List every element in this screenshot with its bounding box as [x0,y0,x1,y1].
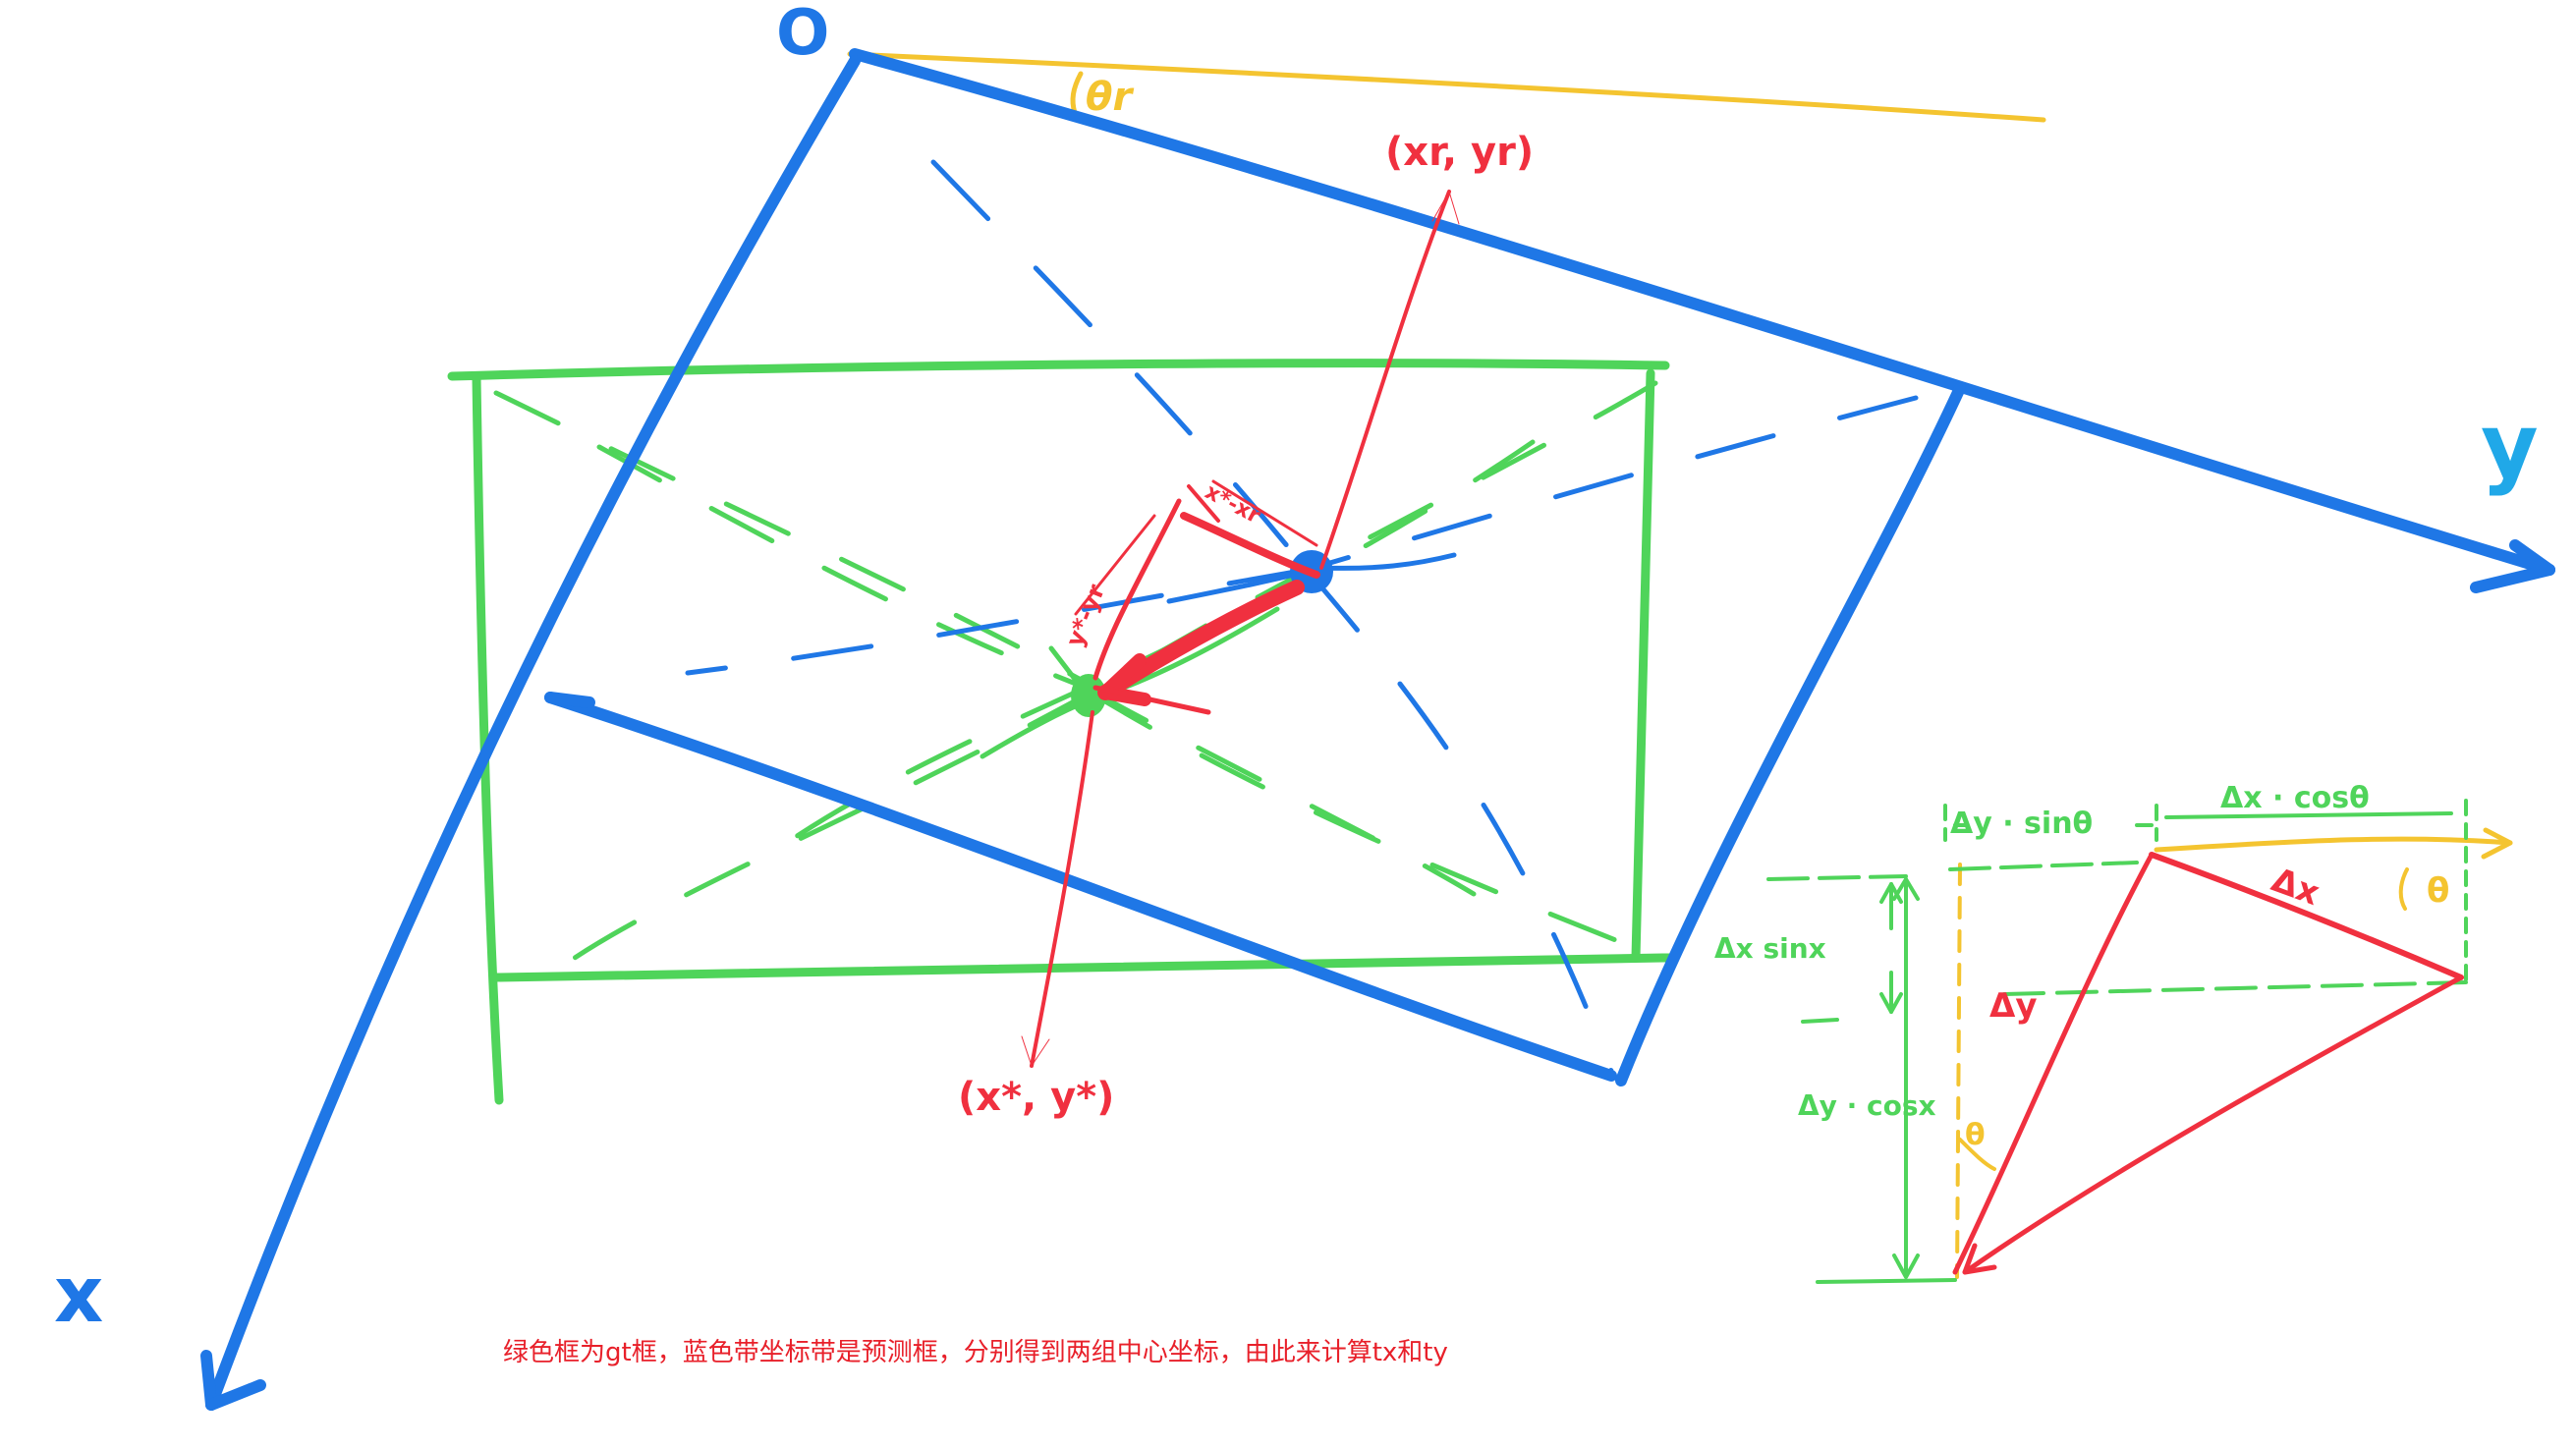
inset-theta-bottom-label: θ [1965,1118,1986,1152]
offset-arrows [1021,190,1460,1068]
inset-dy-cos-label: Δy · cosx [1798,1089,1936,1122]
inset-dy-sin-label: Δy · sinθ [1950,807,2093,841]
dx-offset-label: x*-xr [1201,479,1264,529]
inset-dx-cos-label: Δx · cosθ [2220,781,2370,815]
inset-dx-sin-label: Δx sinx [1714,932,1826,965]
inset-dx-label: Δx [2267,861,2324,914]
gt-box [447,359,1675,1105]
gt-center-dot [1071,674,1106,717]
inset-theta-top-label: θ [2427,871,2449,911]
inset-derivation [1766,799,2513,1284]
gt-center-label: (x*, y*) [958,1075,1114,1120]
pred-box [200,48,2555,1411]
x-axis-label: x [54,1252,103,1340]
theta-r-label: θr [1086,75,1134,120]
y-axis-label: y [2481,395,2539,498]
caption-text: 绿色框为gt框，蓝色带坐标带是预测框，分别得到两组中心坐标，由此来计算tx和ty [503,1338,1448,1367]
origin-label: O [776,0,829,70]
dy-offset-label: y*-yr [1061,581,1111,650]
inset-dy-label: Δy [1989,986,2037,1026]
gt-box-diagonals [493,380,1663,961]
theta-arc [1070,71,1084,116]
theta-reference-line [847,51,2046,123]
pred-center-label: (xr, yr) [1385,130,1534,175]
